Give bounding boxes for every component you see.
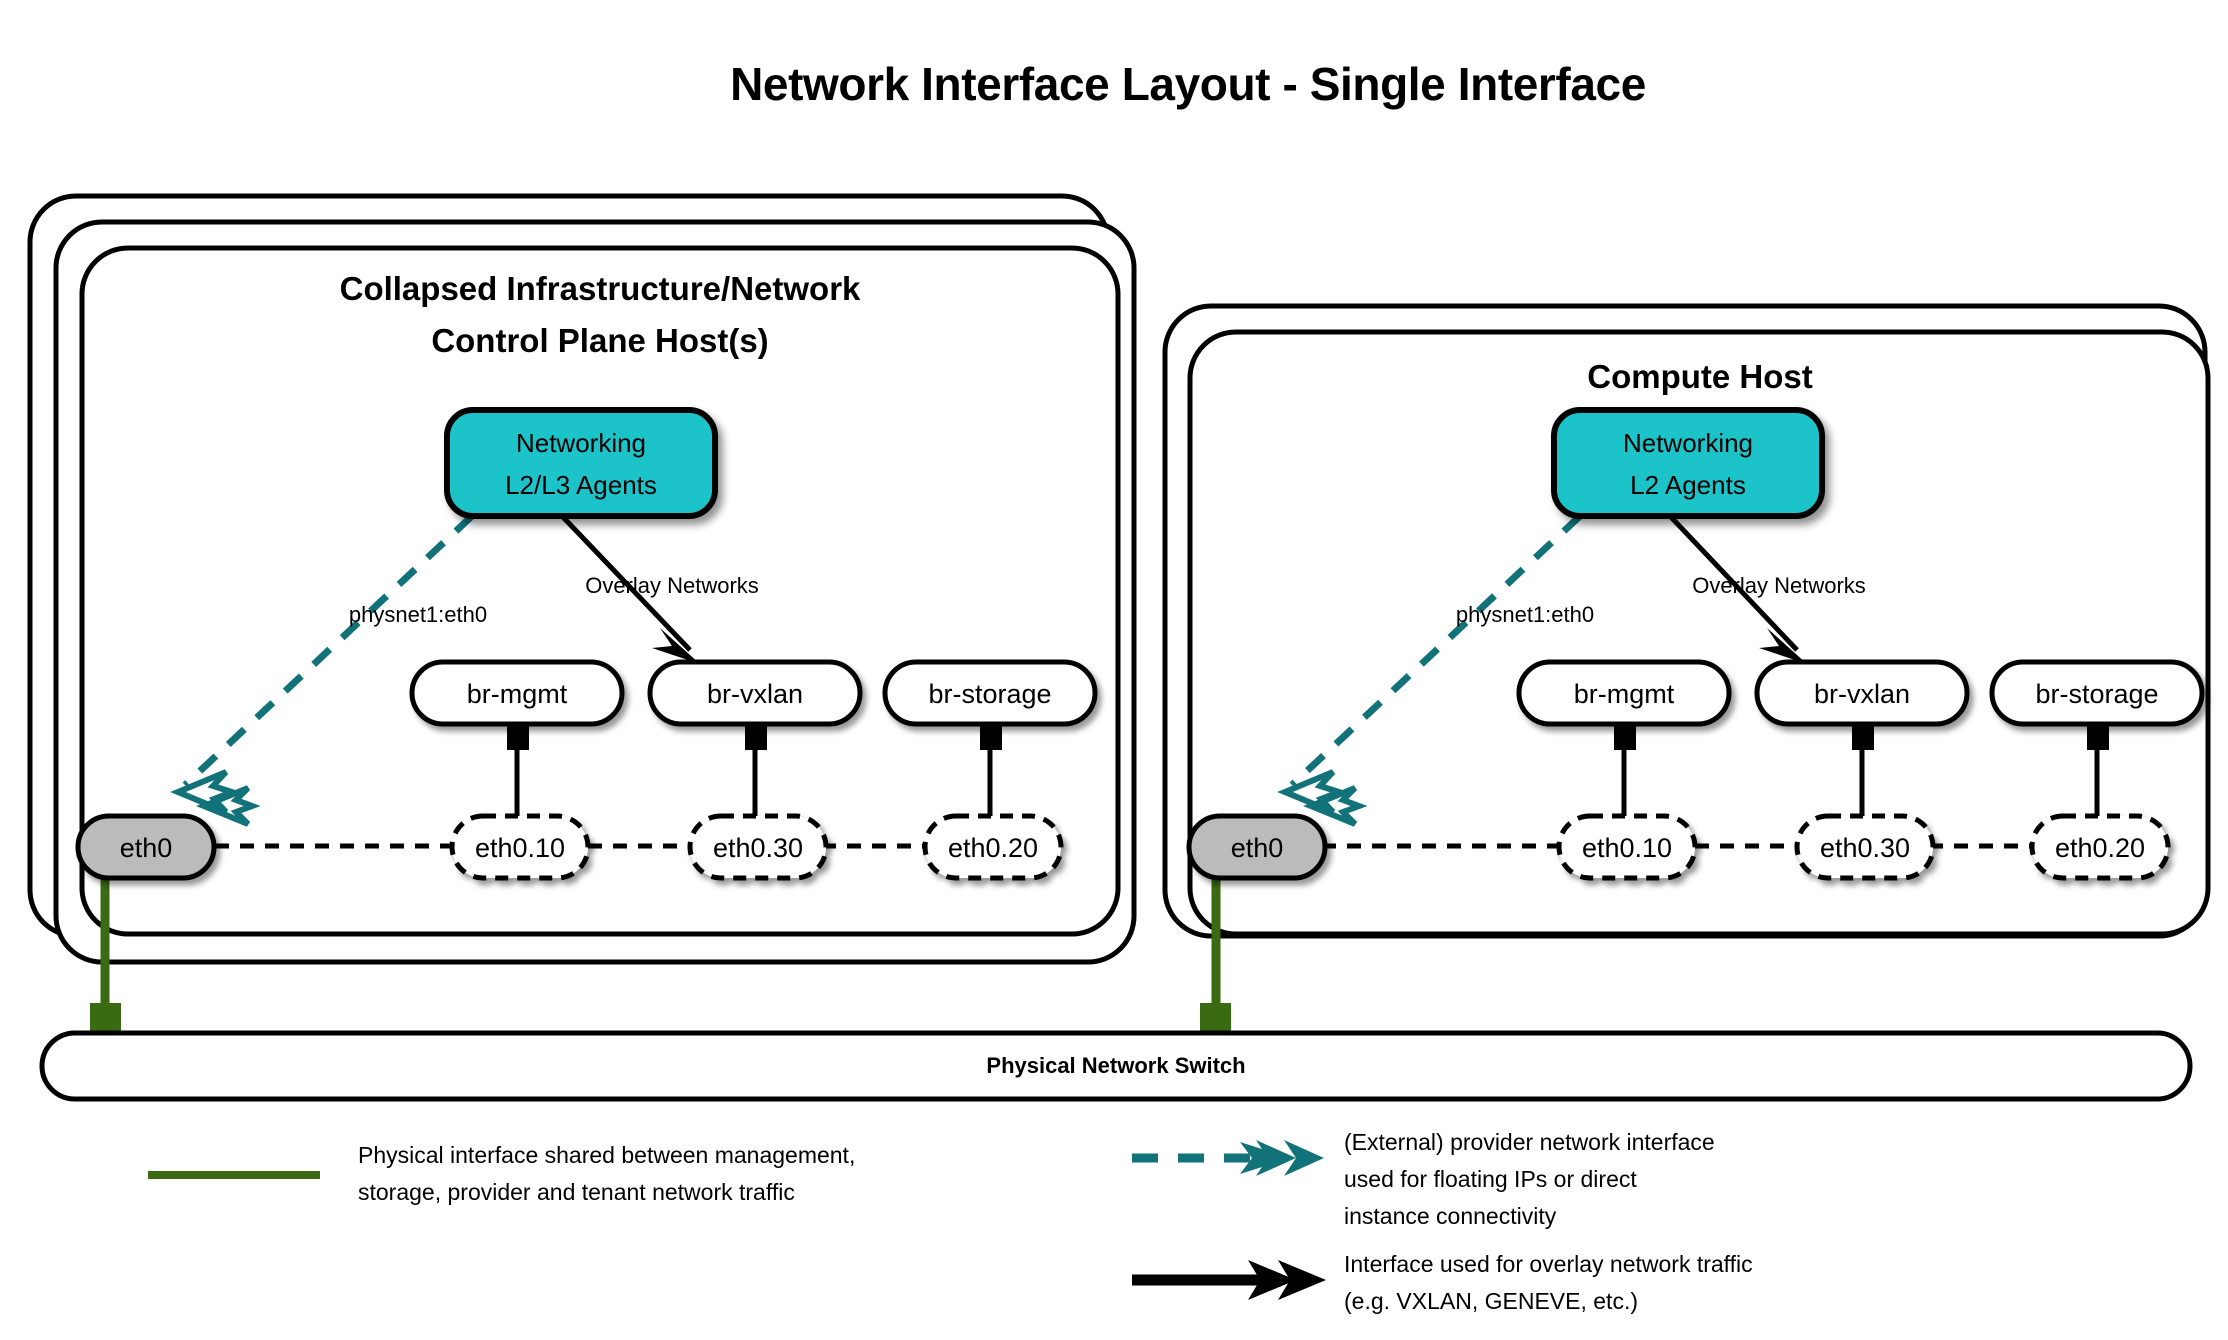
bridge-label: br-storage bbox=[2035, 679, 2158, 709]
legend-text-line: (External) provider network interface bbox=[1344, 1129, 1715, 1155]
bridge-label: br-storage bbox=[928, 679, 1051, 709]
legend: Physical interface shared between manage… bbox=[148, 1129, 1753, 1314]
overlay-edge-label: Overlay Networks bbox=[585, 573, 759, 598]
legend-teal-arrow-tail-icon bbox=[1240, 1142, 1290, 1174]
provider-arrowhead-icon-2 bbox=[196, 785, 261, 827]
host-card bbox=[1187, 329, 2211, 937]
bridge-label: br-mgmt bbox=[467, 679, 568, 709]
vlan-interface-label: eth0.10 bbox=[1582, 833, 1672, 863]
physical-interface-node[interactable] bbox=[1186, 813, 1328, 881]
host-card bbox=[79, 245, 1121, 937]
agent-label-line1: Networking bbox=[1623, 428, 1753, 458]
vlan-interface-node[interactable] bbox=[2029, 813, 2171, 881]
physical-interface-label: eth0 bbox=[120, 833, 173, 863]
vlan-interface-node[interactable] bbox=[1556, 813, 1698, 881]
legend-text-line: (e.g. VXLAN, GENEVE, etc.) bbox=[1344, 1288, 1638, 1314]
vlan-interface-node[interactable] bbox=[922, 813, 1064, 881]
overlay-edge-label: Overlay Networks bbox=[1692, 573, 1866, 598]
bridge-node[interactable] bbox=[1516, 659, 1732, 727]
bridge-node[interactable] bbox=[409, 659, 625, 727]
provider-network-edge bbox=[182, 513, 475, 788]
legend-text-line: Interface used for overlay network traff… bbox=[1344, 1251, 1753, 1277]
legend-teal-chevron-1-icon bbox=[1256, 1140, 1296, 1176]
host-title-line1: Compute Host bbox=[1587, 358, 1813, 395]
vlan-interface-label: eth0.30 bbox=[1820, 833, 1910, 863]
bridge-node[interactable] bbox=[1754, 659, 1970, 727]
vlan-interface-node[interactable] bbox=[687, 813, 829, 881]
bridge-label: br-vxlan bbox=[1814, 679, 1910, 709]
agent-label-line1: Networking bbox=[516, 428, 646, 458]
host-control-plane-host: Collapsed Infrastructure/Network Control… bbox=[27, 193, 1137, 1039]
vlan-interface-label: eth0.10 bbox=[475, 833, 565, 863]
legend-text-line: storage, provider and tenant network tra… bbox=[358, 1179, 795, 1205]
legend-black-chevron-2-icon bbox=[1278, 1260, 1326, 1300]
switch-bar bbox=[39, 1030, 2193, 1102]
legend-teal-chevron-2-icon bbox=[1284, 1140, 1324, 1176]
legend-black-chevron-1-icon bbox=[1248, 1260, 1296, 1300]
provider-edge-label: physnet1:eth0 bbox=[1456, 602, 1594, 627]
agent-box[interactable] bbox=[1551, 407, 1825, 519]
page-title: Network Interface Layout - Single Interf… bbox=[730, 58, 1646, 110]
vlan-interface-label: eth0.20 bbox=[948, 833, 1038, 863]
switch-label: Physical Network Switch bbox=[986, 1053, 1245, 1078]
bridge-label: br-mgmt bbox=[1574, 679, 1675, 709]
physical-network-switch[interactable]: Physical Network Switch bbox=[39, 1030, 2193, 1102]
overlay-network-edge bbox=[1668, 514, 1799, 652]
legend-item-provider-network-interface: (External) provider network interface us… bbox=[1132, 1129, 1715, 1229]
agent-label-line2: L2 Agents bbox=[1630, 470, 1746, 500]
overlay-arrowhead-icon bbox=[1759, 628, 1807, 664]
bridge-node[interactable] bbox=[1989, 659, 2205, 727]
legend-item-physical-interface: Physical interface shared between manage… bbox=[148, 1142, 855, 1205]
vlan-interface-label: eth0.20 bbox=[2055, 833, 2145, 863]
provider-edge-label: physnet1:eth0 bbox=[349, 602, 487, 627]
overlay-arrowhead-icon bbox=[652, 628, 700, 664]
physical-interface-node[interactable] bbox=[75, 813, 217, 881]
agent-label-line2: L2/L3 Agents bbox=[505, 470, 657, 500]
vlan-interface-node[interactable] bbox=[449, 813, 591, 881]
host-compute-host: Compute Host physnet1:eth0 Overlay Netwo… bbox=[1162, 303, 2211, 1039]
overlay-network-edge bbox=[560, 514, 692, 652]
host-title-line1: Collapsed Infrastructure/Network bbox=[340, 270, 861, 307]
vlan-interface-label: eth0.30 bbox=[713, 833, 803, 863]
legend-text-line: used for floating IPs or direct bbox=[1344, 1166, 1637, 1192]
agent-box[interactable] bbox=[444, 407, 718, 519]
physical-interface-label: eth0 bbox=[1231, 833, 1284, 863]
bridge-node[interactable] bbox=[647, 659, 863, 727]
vlan-interface-node[interactable] bbox=[1794, 813, 1936, 881]
provider-arrowhead-icon-2 bbox=[1303, 785, 1368, 827]
legend-item-overlay-network-interface: Interface used for overlay network traff… bbox=[1132, 1251, 1753, 1314]
bridge-label: br-vxlan bbox=[707, 679, 803, 709]
provider-network-edge bbox=[1289, 513, 1583, 788]
legend-text-line: Physical interface shared between manage… bbox=[358, 1142, 855, 1168]
host-title-line2: Control Plane Host(s) bbox=[431, 322, 768, 359]
bridge-node[interactable] bbox=[882, 659, 1098, 727]
legend-text-line: instance connectivity bbox=[1344, 1203, 1557, 1229]
